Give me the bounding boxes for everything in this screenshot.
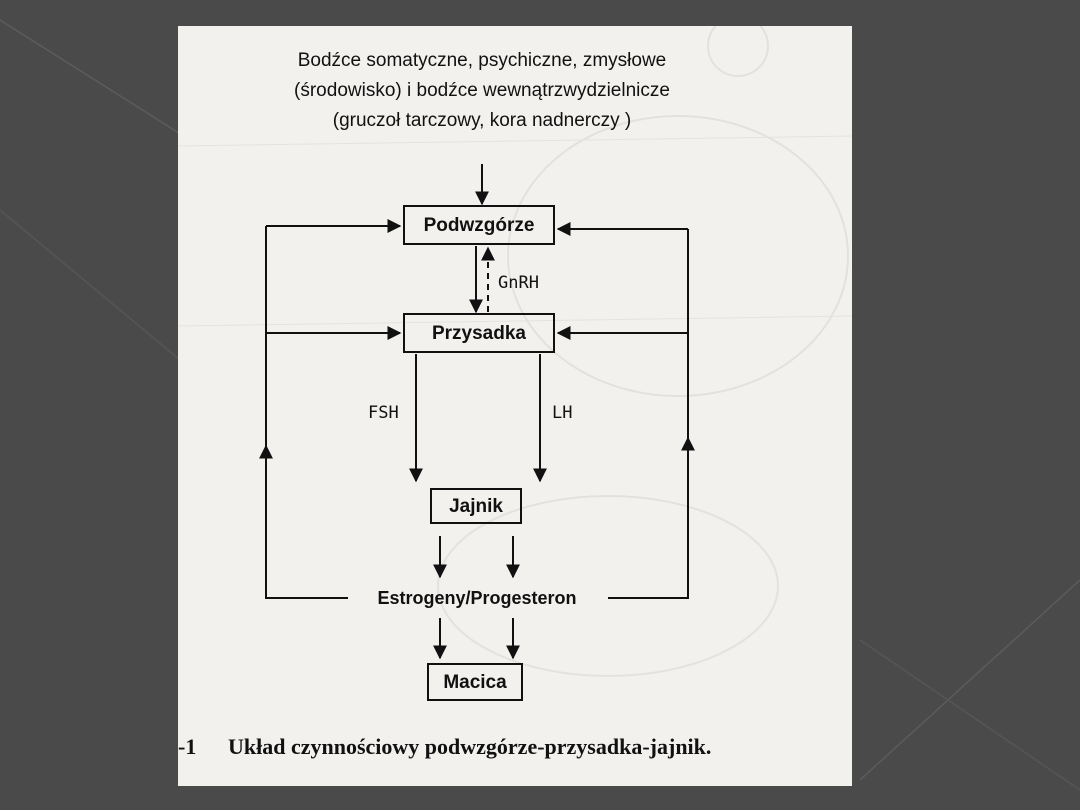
hypothalamus-box (403, 205, 555, 245)
diagram-canvas: Bodźce somatyczne, psychiczne, zmysłowe … (178, 26, 852, 759)
ovary-label: Jajnik (449, 496, 503, 517)
stimuli-line-3: (gruczoł tarczowy, kora nadnerczy ) (333, 110, 631, 131)
ovary-box (430, 488, 522, 524)
caption-number: -1 (178, 734, 196, 759)
scanned-figure: Bodźce somatyczne, psychiczne, zmysłowe … (178, 26, 852, 786)
uterus-box (427, 663, 523, 701)
fsh-label: FSH (368, 403, 399, 423)
hypothalamus-label: Podwzgórze (424, 215, 535, 236)
decor-line (859, 579, 1080, 781)
pituitary-label: Przysadka (432, 323, 526, 344)
bleed-through-texture (178, 26, 852, 677)
pituitary-box (403, 313, 555, 353)
feedback-right-vertical (608, 436, 695, 599)
hormones-label: Estrogeny/Progesteron (377, 588, 576, 608)
gnrh-label: GnRH (498, 273, 539, 293)
lh-label: LH (552, 403, 572, 423)
decor-line (859, 639, 1080, 791)
decor-line (0, 19, 191, 141)
feedback-left-vertical (259, 444, 348, 599)
stimuli-line-2: (środowisko) i bodźce wewnątrzwydzielnic… (294, 80, 670, 101)
uterus-label: Macica (443, 672, 507, 693)
caption-text: Układ czynnościowy podwzgórze-przysadka-… (228, 734, 711, 759)
stimuli-line-1: Bodźce somatyczne, psychiczne, zmysłowe (298, 50, 667, 71)
decor-line (0, 209, 181, 361)
